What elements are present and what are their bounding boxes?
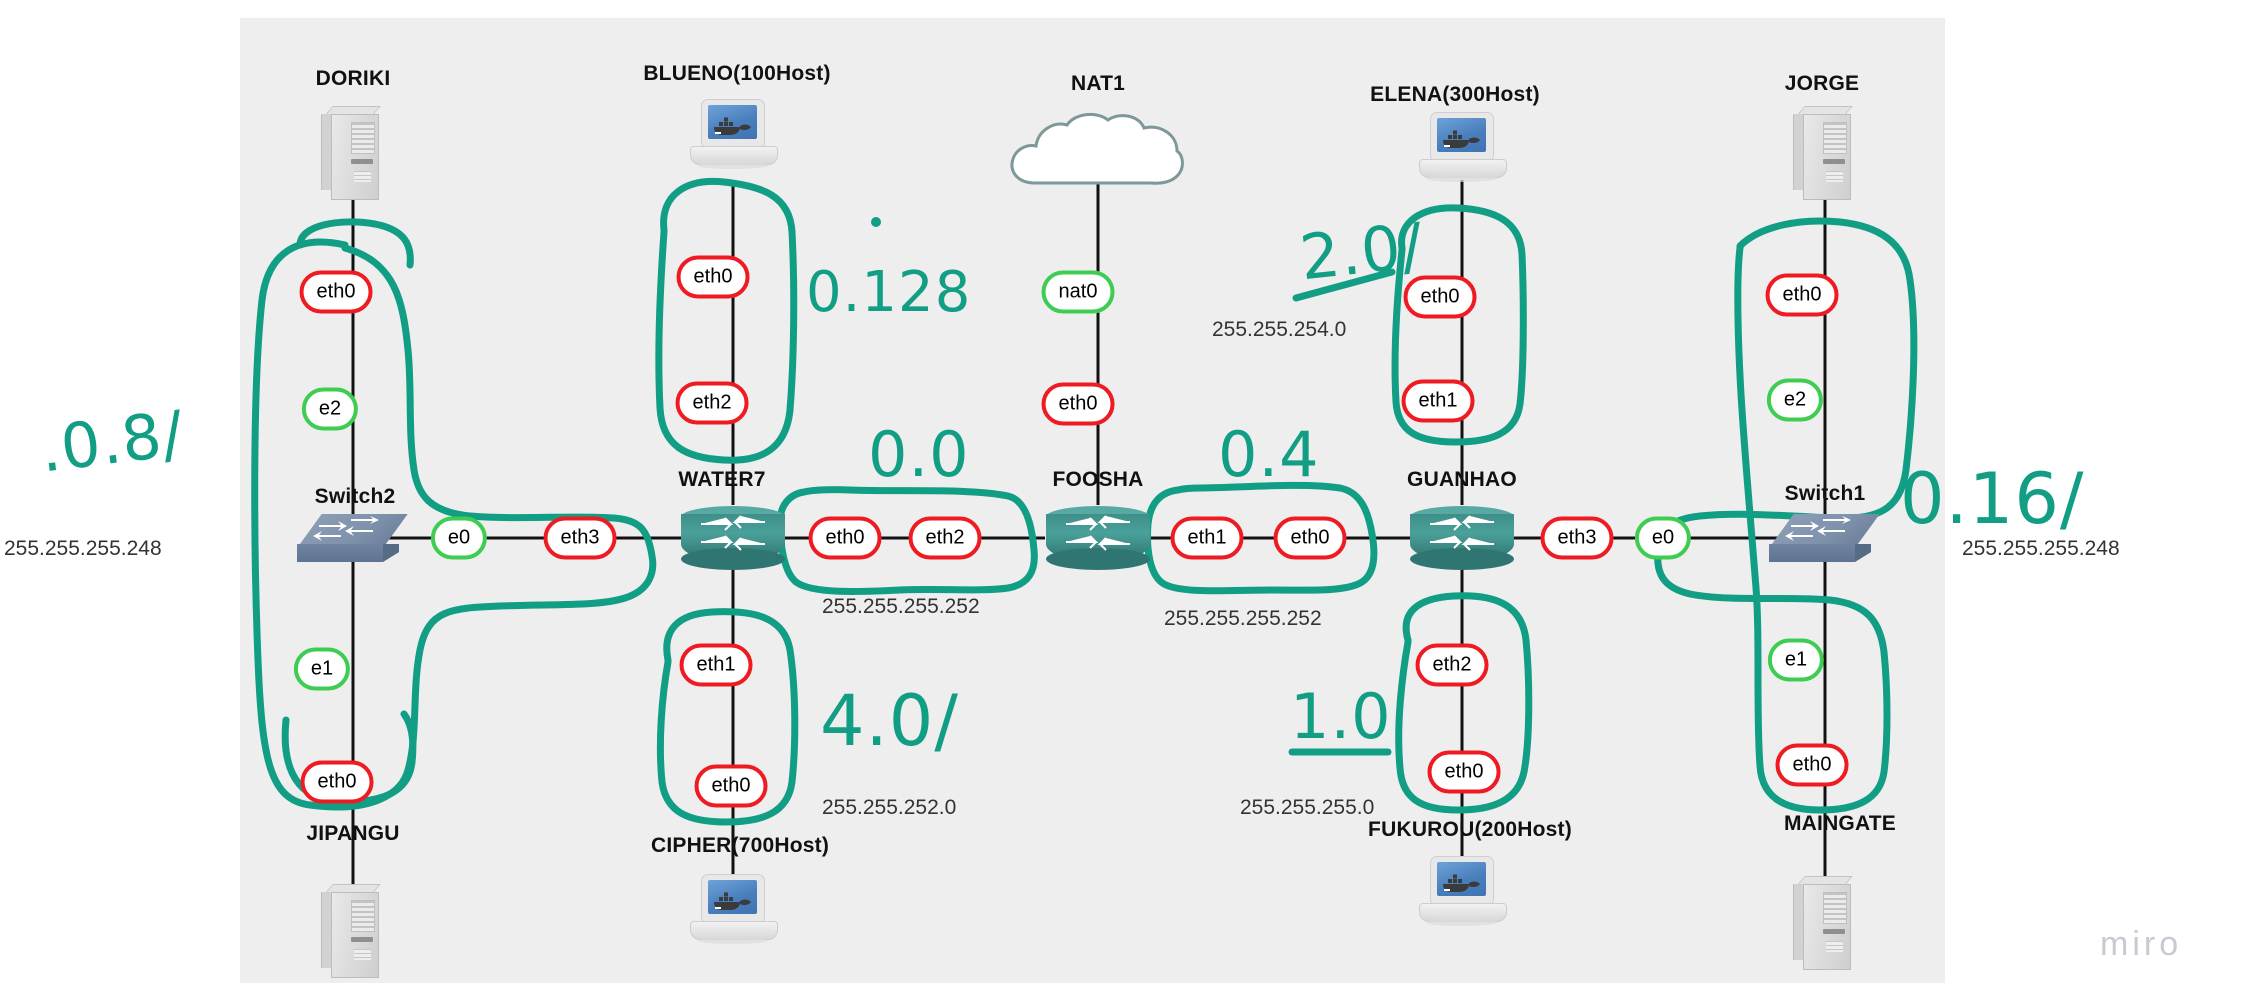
elena-icon xyxy=(1419,112,1507,184)
iface-guanhao-eth3[interactable]: eth3 xyxy=(1540,516,1614,560)
annotation-cipher: 4.0/ xyxy=(820,680,959,762)
annotation-fukurou: 1.0 xyxy=(1290,680,1392,753)
annotation-right: 0.16/ xyxy=(1900,458,2085,540)
iface-cipher-eth0[interactable]: eth0 xyxy=(694,764,768,808)
subnet-mask-fukurou: 255.255.255.0 xyxy=(1240,796,1375,819)
jorge-icon xyxy=(1793,106,1857,200)
iface-foosha-eth1[interactable]: eth1 xyxy=(1170,516,1244,560)
iface-water7-eth3[interactable]: eth3 xyxy=(543,516,617,560)
node-label-nat1: NAT1 xyxy=(1070,72,1126,95)
node-label-foosha: FOOSHA xyxy=(1052,468,1144,491)
server-icon xyxy=(321,884,385,978)
iface-jipangu-eth0[interactable]: eth0 xyxy=(300,760,374,804)
iface-elena-eth0[interactable]: eth0 xyxy=(1403,275,1477,319)
annotation-foosha-guanhao: 0.4 xyxy=(1218,418,1320,491)
iface-switch2-e1[interactable]: e1 xyxy=(293,647,351,691)
subnet-mask-water7-foosha: 255.255.255.252 xyxy=(822,595,980,618)
switch1-icon xyxy=(1769,514,1880,568)
iface-water7-eth0[interactable]: eth0 xyxy=(808,516,882,560)
jipangu-icon xyxy=(321,884,385,978)
server-icon xyxy=(1793,876,1857,970)
docker-laptop-icon xyxy=(690,874,778,946)
annotation-elena: 2.0/ xyxy=(1296,208,1427,295)
docker-whale-icon xyxy=(1443,874,1480,892)
iface-guanhao-eth2[interactable]: eth2 xyxy=(1415,643,1489,687)
iface-nat1-nat0[interactable]: nat0 xyxy=(1041,270,1115,314)
annotation-water7-foosha: 0.0 xyxy=(868,418,970,491)
node-label-switch2: Switch2 xyxy=(314,485,396,508)
node-label-fukurou: FUKUROU(200Host) xyxy=(1368,818,1572,841)
docker-whale-icon xyxy=(714,117,751,135)
router-icon xyxy=(1046,506,1150,570)
server-icon xyxy=(1793,106,1857,200)
router-icon xyxy=(681,506,785,570)
iface-switch1-e2[interactable]: e2 xyxy=(1766,378,1824,422)
iface-foosha-eth2[interactable]: eth2 xyxy=(908,516,982,560)
switch2-icon xyxy=(297,514,408,568)
subnet-mask-foosha-guanhao: 255.255.255.252 xyxy=(1164,607,1322,630)
switch-icon xyxy=(297,514,408,568)
node-label-guanhao: GUANHAO xyxy=(1407,468,1517,491)
maingate-icon xyxy=(1793,876,1857,970)
miro-watermark: miro xyxy=(2100,925,2183,963)
subnet-mask-left: 255.255.255.248 xyxy=(4,537,162,560)
node-label-jipangu: JIPANGU xyxy=(306,822,400,845)
cloud-icon xyxy=(1010,112,1184,185)
annotation-blueno: 0.128 xyxy=(806,260,972,325)
node-label-maingate: MAINGATE xyxy=(1783,812,1897,835)
fukurou-icon xyxy=(1419,856,1507,928)
subnet-mask-elena: 255.255.254.0 xyxy=(1212,318,1347,341)
iface-doriki-eth0[interactable]: eth0 xyxy=(299,270,373,314)
doriki-icon xyxy=(321,106,385,200)
node-label-water7: WATER7 xyxy=(678,468,766,491)
iface-foosha-eth0[interactable]: eth0 xyxy=(1041,382,1115,426)
docker-laptop-icon xyxy=(1419,856,1507,928)
node-label-elena: ELENA(300Host) xyxy=(1370,83,1540,106)
router-arrows-icon xyxy=(701,515,765,551)
docker-laptop-icon xyxy=(690,99,778,171)
router-arrows-icon xyxy=(1430,515,1494,551)
water7-icon xyxy=(681,506,785,570)
switch-arrows-icon xyxy=(1785,516,1851,541)
iface-blueno-eth0[interactable]: eth0 xyxy=(676,255,750,299)
node-label-doriki: DORIKI xyxy=(315,67,391,90)
iface-water7-eth1[interactable]: eth1 xyxy=(679,643,753,687)
annotation-left: .0.8/ xyxy=(36,396,189,487)
iface-water7-eth2[interactable]: eth2 xyxy=(675,381,749,425)
router-arrows-icon xyxy=(1066,515,1130,551)
iface-switch2-e0[interactable]: e0 xyxy=(430,516,488,560)
docker-laptop-icon xyxy=(1419,112,1507,184)
iface-switch1-e1[interactable]: e1 xyxy=(1767,638,1825,682)
iface-guanhao-eth1[interactable]: eth1 xyxy=(1401,379,1475,423)
nat1-icon xyxy=(1005,111,1191,193)
iface-switch1-e0[interactable]: e0 xyxy=(1634,516,1692,560)
blueno-icon xyxy=(690,99,778,171)
node-label-jorge: JORGE xyxy=(1784,72,1860,95)
iface-jorge-eth0[interactable]: eth0 xyxy=(1765,273,1839,317)
node-label-blueno: BLUENO(100Host) xyxy=(643,62,831,85)
iface-switch2-e2[interactable]: e2 xyxy=(301,387,359,431)
iface-maingate-eth0[interactable]: eth0 xyxy=(1775,743,1849,787)
subnet-mask-right: 255.255.255.248 xyxy=(1962,537,2120,560)
docker-whale-icon xyxy=(1443,130,1480,148)
node-label-switch1: Switch1 xyxy=(1784,482,1866,505)
iface-guanhao-eth0[interactable]: eth0 xyxy=(1273,516,1347,560)
switch-arrows-icon xyxy=(313,516,379,541)
server-icon xyxy=(321,106,385,200)
cipher-icon xyxy=(690,874,778,946)
subnet-mask-cipher: 255.255.252.0 xyxy=(822,796,957,819)
iface-fukurou-eth0[interactable]: eth0 xyxy=(1427,750,1501,794)
node-label-cipher: CIPHER(700Host) xyxy=(650,834,830,857)
guanhao-icon xyxy=(1410,506,1514,570)
router-icon xyxy=(1410,506,1514,570)
docker-whale-icon xyxy=(714,892,751,910)
foosha-icon xyxy=(1046,506,1150,570)
switch-icon xyxy=(1769,514,1880,568)
